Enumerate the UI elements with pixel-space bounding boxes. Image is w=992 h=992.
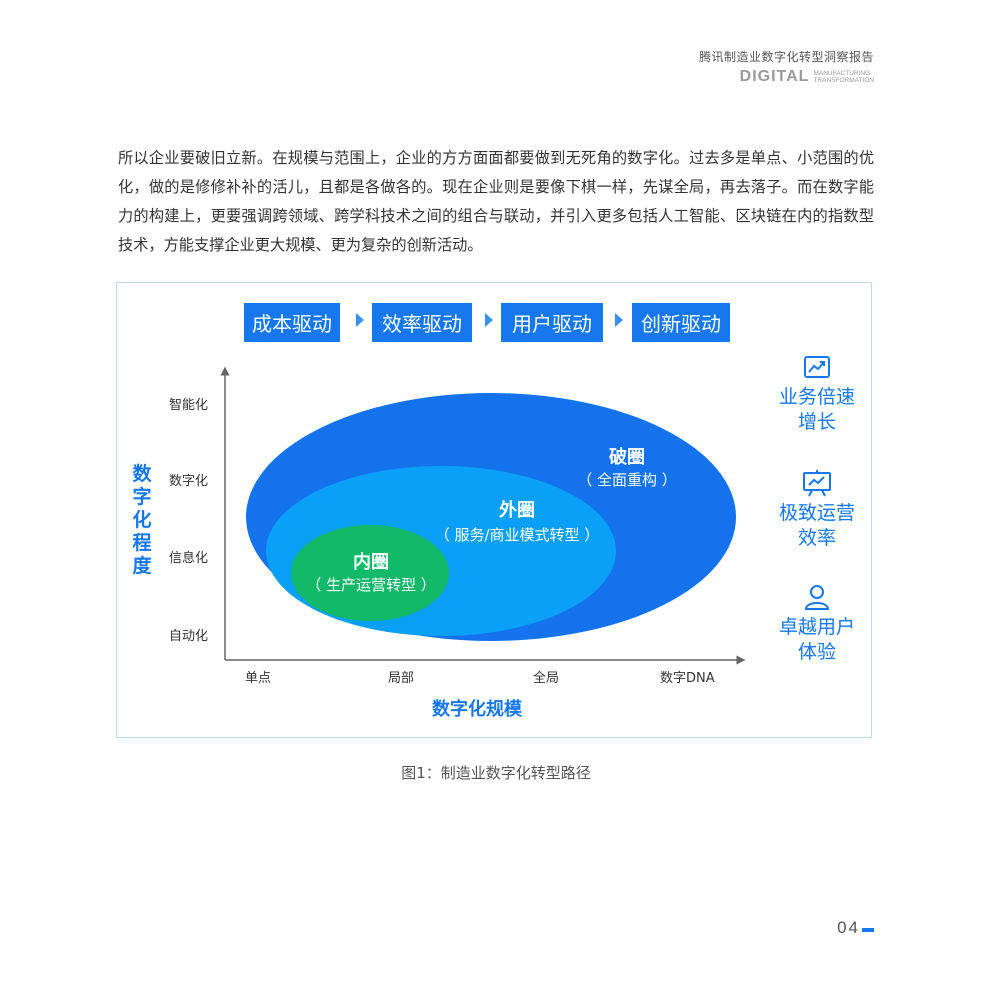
page-number: 04	[837, 918, 860, 937]
presentation-board-icon	[803, 470, 831, 497]
transformation-figure: 成本驱动 效率驱动 用户驱动 创新驱动 数字化程度 智能化 数字化 信息化 自动…	[116, 282, 872, 738]
y-tick-label: 数字化	[169, 474, 209, 489]
middle-ring-title: 外圈	[499, 500, 535, 521]
stage-user-driven: 用户驱动	[501, 303, 603, 342]
outer-ring-title: 破圈	[609, 447, 645, 468]
user-icon	[804, 585, 830, 610]
middle-ring-desc: （ 服务/商业模式转型 ）	[434, 526, 600, 544]
x-tick-label: 局部	[388, 671, 415, 686]
axes-and-rings	[220, 366, 746, 665]
chevron-right-icon	[356, 313, 364, 327]
x-tick-label: 数字DNA	[660, 671, 715, 686]
x-tick-label: 单点	[245, 671, 272, 686]
y-tick-label: 自动化	[169, 629, 209, 644]
chevron-right-icon	[485, 313, 493, 327]
x-axis-title: 数字化规模	[432, 699, 522, 720]
brand-logo: DIGITAL MANUFACTURING TRANSFORMATION	[740, 68, 874, 86]
stage-innovation-driven: 创新驱动	[632, 303, 730, 342]
stage-cost-driven: 成本驱动	[244, 303, 340, 342]
outcome-growth: 业务倍速 增长	[772, 355, 862, 435]
outcome-efficiency: 极致运营 效率	[772, 469, 862, 551]
inner-ring-title: 内圈	[353, 552, 389, 573]
brand-sub-text: MANUFACTURING TRANSFORMATION	[813, 70, 874, 84]
inner-ring	[291, 525, 449, 621]
chevron-right-icon	[615, 313, 623, 327]
trend-chart-icon	[804, 356, 830, 378]
brand-main-text: DIGITAL	[739, 68, 810, 85]
y-axis-title: 数字化程度	[132, 463, 152, 577]
report-title: 腾讯制造业数字化转型洞察报告	[698, 50, 874, 64]
outcome-growth-label: 业务倍速 增长	[778, 386, 855, 433]
outcome-efficiency-label: 极致运营 效率	[778, 502, 855, 549]
inner-ring-desc: （ 生产运营转型 ）	[306, 576, 436, 594]
outcome-user-experience: 卓越用户 体验	[772, 583, 862, 665]
y-tick-label: 智能化	[169, 398, 209, 413]
outcome-user-label: 卓越用户 体验	[778, 616, 855, 663]
stage-efficiency-driven: 效率驱动	[372, 303, 472, 342]
figure-caption: 图1：制造业数字化转型路径	[401, 764, 591, 782]
body-paragraph: 所以企业要破旧立新。在规模与范围上，企业的方方面面都要做到无死角的数字化。过去多…	[118, 149, 874, 254]
y-tick-label: 信息化	[169, 551, 209, 566]
outer-ring-desc: （ 全面重构 ）	[577, 471, 677, 489]
x-tick-label: 全局	[533, 671, 560, 686]
page-number-bar	[862, 928, 874, 932]
